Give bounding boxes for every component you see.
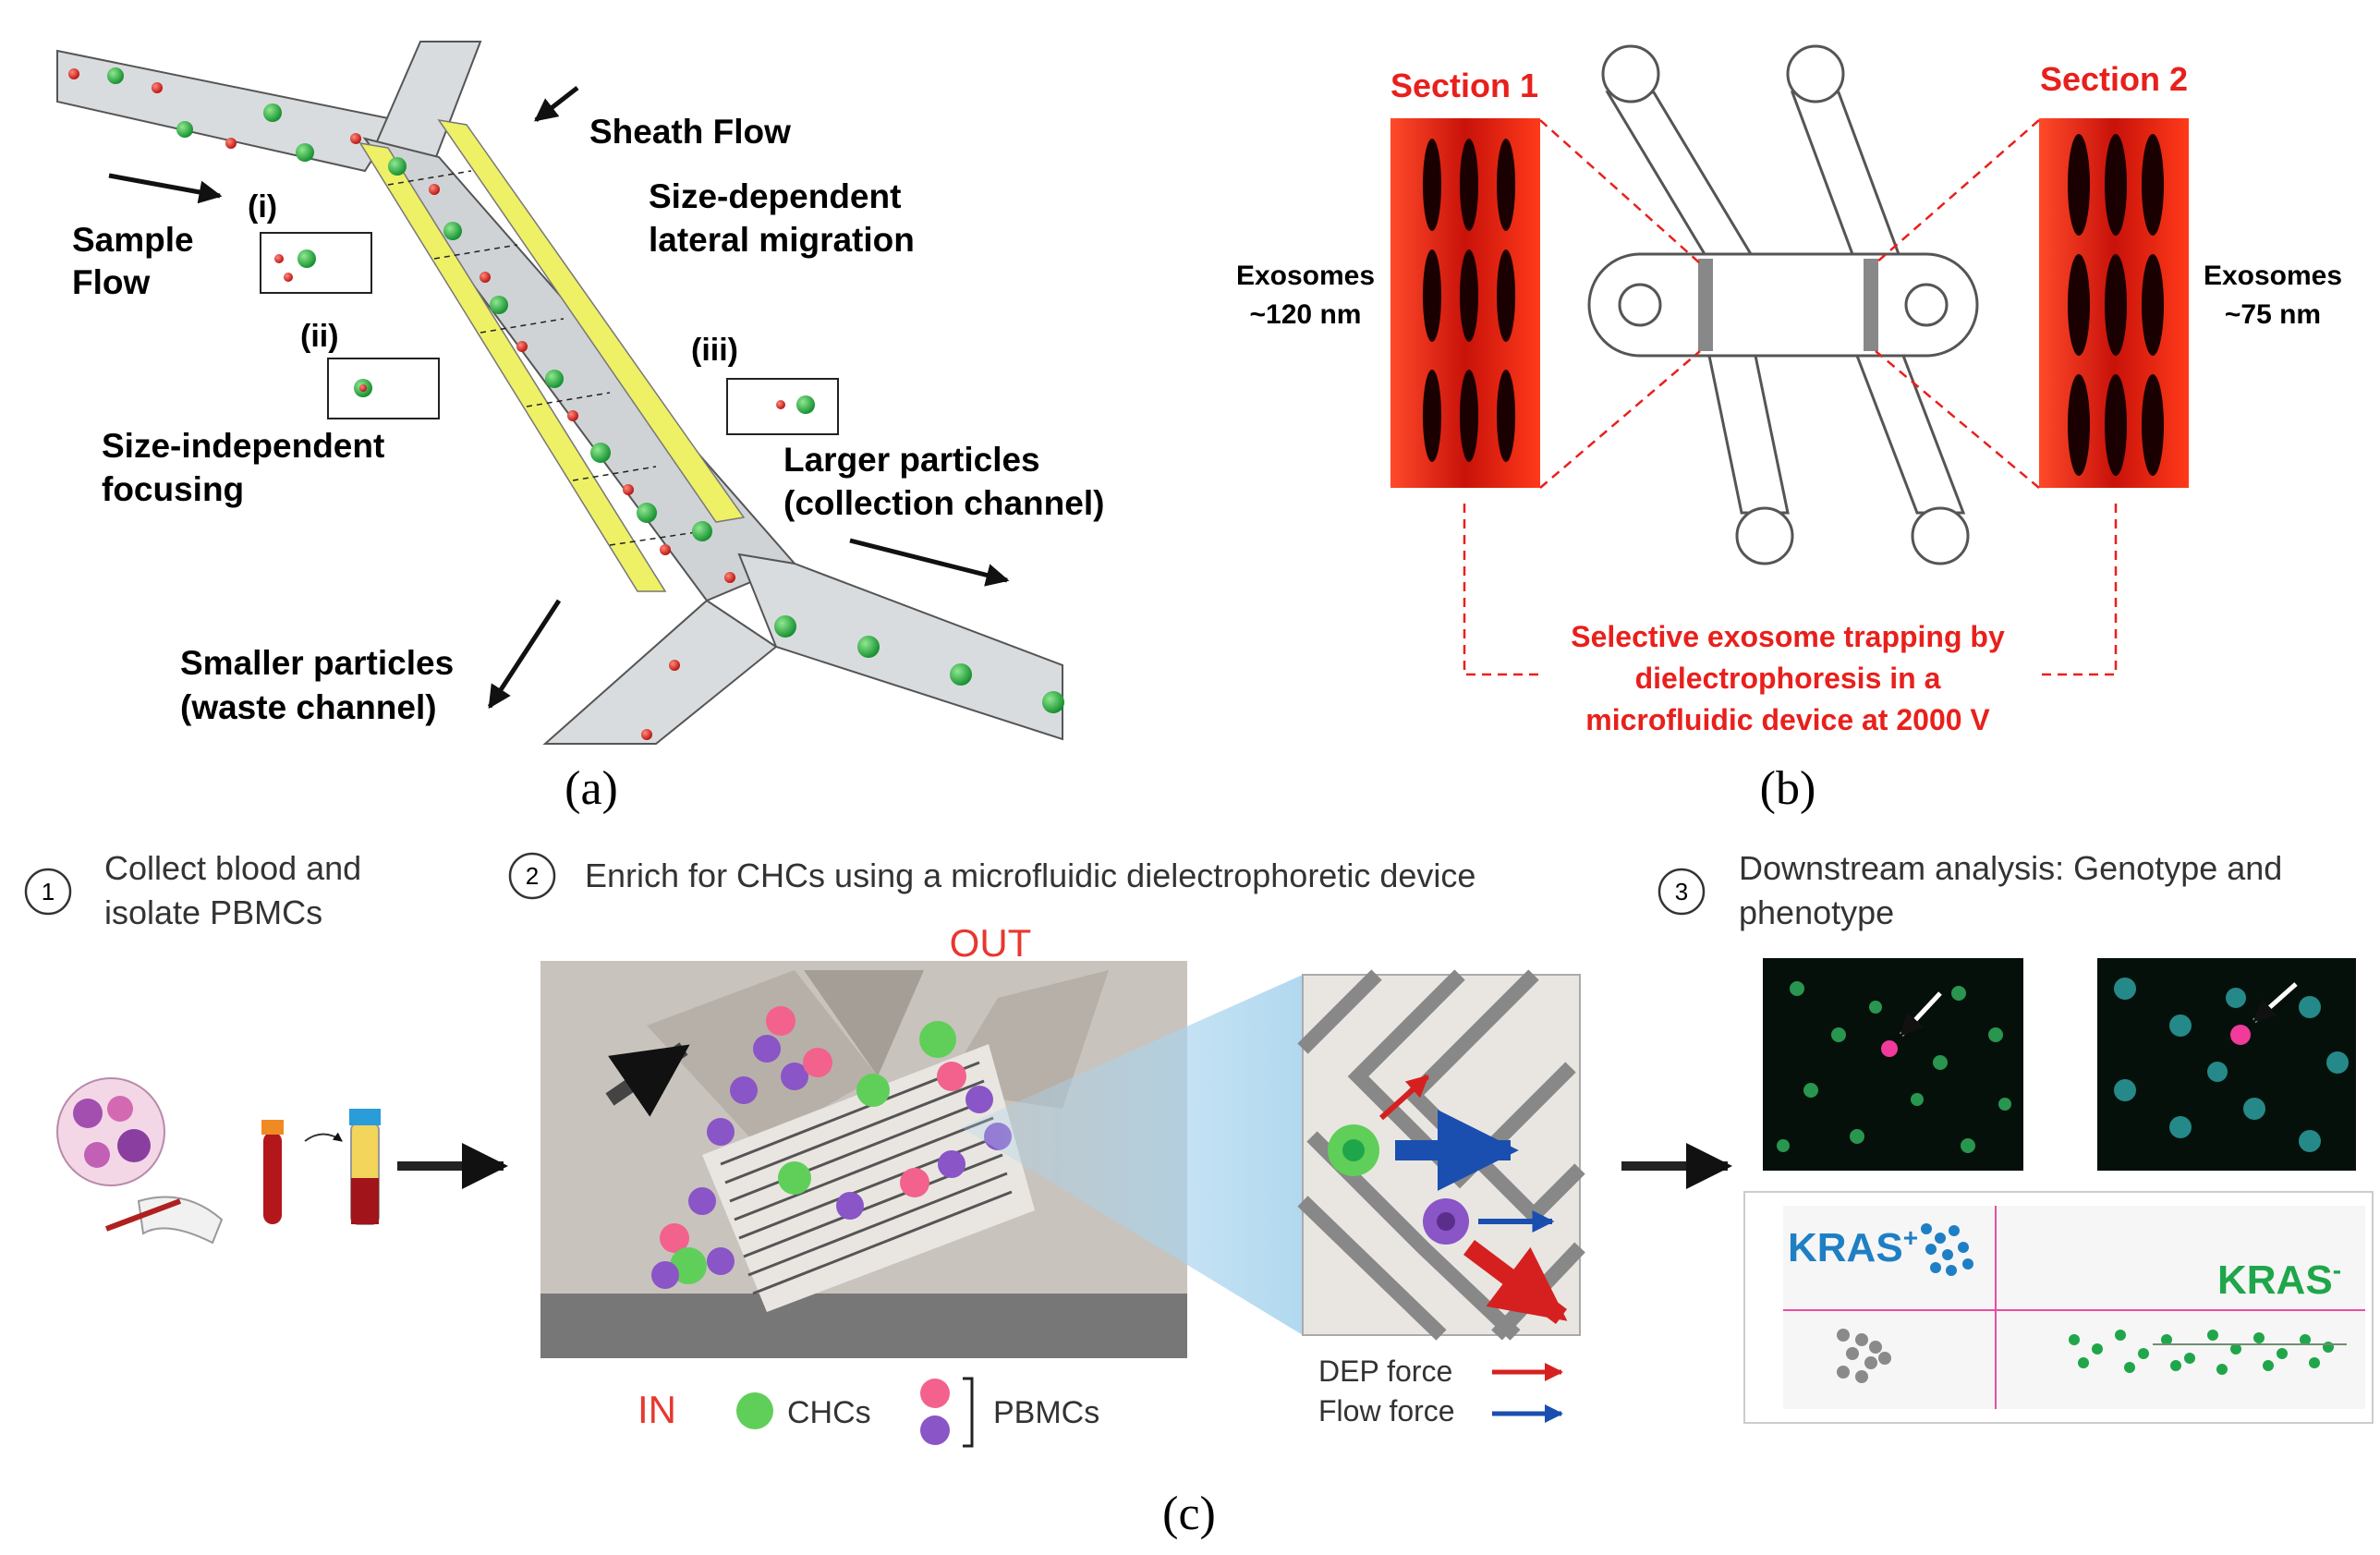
panel-a: Sheath Flow Size-dependent lateral migra… xyxy=(56,41,1104,815)
pointer-arrow-1 xyxy=(1900,991,1942,1037)
sample-flow-arrow xyxy=(108,173,223,204)
panel-b: Section 1 Section 2 Exosomes ~120 nm Exo… xyxy=(1236,44,2342,815)
chc-legend-icon xyxy=(736,1392,773,1429)
out-label: OUT xyxy=(950,921,1032,965)
pbmc-pink-legend-icon xyxy=(920,1379,950,1408)
fluorescence-image-1-cells xyxy=(1777,981,2011,1153)
step3-text-2: phenotype xyxy=(1739,893,1894,931)
panel-c-caption: (c) xyxy=(1162,1488,1216,1540)
sample-flow-label-2: Flow xyxy=(72,263,150,301)
sheath-flow-arrow xyxy=(534,86,579,122)
electrode-cross-lines xyxy=(387,170,703,546)
sample-inlet-channel xyxy=(56,49,399,173)
panel-b-caption: (b) xyxy=(1760,762,1816,815)
flow-force-label: Flow force xyxy=(1318,1394,1455,1427)
trapping-caption-1: Selective exosome trapping by xyxy=(1571,620,2005,653)
fluorescence-image-1 xyxy=(1763,958,2023,1171)
dep-electrode-arrays xyxy=(1698,259,1878,351)
inset-ii-label: (ii) xyxy=(300,319,339,354)
size-dependent-label-2: lateral migration xyxy=(649,221,915,259)
sample-flow-label-1: Sample xyxy=(72,221,194,259)
step2-number: 2 xyxy=(526,862,539,890)
exosomes-right-label-1: Exosomes xyxy=(2204,261,2342,291)
step3-number-circle xyxy=(1658,868,1706,916)
kras-cell-2 xyxy=(2230,1025,2251,1045)
dep-device-outline xyxy=(1587,44,1979,565)
kras-cell-1 xyxy=(1881,1040,1898,1057)
trapping-caption-2: dielectrophoresis in a xyxy=(1635,662,1941,695)
dep-force-inset xyxy=(1297,969,1585,1341)
blood-collection-illustration xyxy=(56,1077,381,1245)
zoom-cone xyxy=(961,975,1303,1335)
larger-particles-label-1: Larger particles xyxy=(783,441,1040,479)
inset-i-label: (i) xyxy=(248,189,277,225)
section2-electrode-gaps xyxy=(2068,134,2164,476)
step1-text-2: isolate PBMCs xyxy=(104,893,322,931)
in-label: IN xyxy=(638,1388,676,1431)
electrode-right xyxy=(437,118,746,523)
pbmc-purple-legend-icon xyxy=(920,1415,950,1445)
section1-electrode-gaps xyxy=(1423,139,1515,462)
sheath-flow-label: Sheath Flow xyxy=(589,113,791,151)
interdigitated-electrodes xyxy=(720,1061,1013,1295)
inset-ii-box xyxy=(327,358,440,419)
section1-label: Section 1 xyxy=(1390,67,1538,104)
step1-number-circle xyxy=(24,868,72,916)
smaller-particles-label-1: Smaller particles xyxy=(180,644,454,682)
inset-iii-box xyxy=(726,378,839,435)
step2-number-circle xyxy=(508,852,556,900)
collection-arrow xyxy=(849,538,1010,587)
kras-scatter-plot xyxy=(1743,1191,2374,1424)
electrode-left xyxy=(358,141,667,592)
inset-iii-label: (iii) xyxy=(691,333,738,368)
step3-number: 3 xyxy=(1675,878,1688,905)
smaller-particles-label-2: (waste channel) xyxy=(180,688,437,726)
waste-arrow xyxy=(487,599,562,710)
particles xyxy=(68,67,1064,740)
panel-a-caption: (a) xyxy=(565,762,618,815)
microfluidic-device-illustration xyxy=(540,961,1187,1358)
exosomes-left-label-2: ~120 nm xyxy=(1250,299,1362,330)
size-independent-label-1: Size-independent xyxy=(102,427,384,465)
collection-channel xyxy=(737,553,1063,741)
section2-label: Section 2 xyxy=(2040,60,2188,98)
trapping-caption-3: microfluidic device at 2000 V xyxy=(1585,703,1990,736)
exosomes-right-label-2: ~75 nm xyxy=(2225,299,2321,330)
device-cells xyxy=(651,1006,1012,1289)
dep-force-label: DEP force xyxy=(1318,1355,1452,1388)
step1-number: 1 xyxy=(42,878,55,905)
kras-negative-label: KRAS- xyxy=(2217,1256,2341,1303)
step3-text-1: Downstream analysis: Genotype and xyxy=(1739,849,2282,887)
fluorescence-image-2-cells xyxy=(2114,978,2349,1152)
step2-text: Enrich for CHCs using a microfluidic die… xyxy=(585,856,1475,894)
waste-channel xyxy=(542,599,778,745)
panel-c: 1 Collect blood and isolate PBMCs 2 Enri… xyxy=(24,849,2374,1540)
chcs-legend-label: CHCs xyxy=(787,1395,871,1430)
kras-positive-label: KRAS+ xyxy=(1788,1223,1918,1270)
size-independent-label-2: focusing xyxy=(102,470,244,508)
pointer-arrow-2 xyxy=(2252,982,2298,1023)
pbmc-bracket xyxy=(963,1377,974,1448)
larger-particles-label-2: (collection channel) xyxy=(783,484,1104,522)
size-dependent-label-1: Size-dependent xyxy=(649,177,901,215)
step1-text-1: Collect blood and xyxy=(104,849,361,887)
pbmcs-legend-label: PBMCs xyxy=(993,1395,1099,1430)
zoom-lines xyxy=(1463,119,2118,676)
exosomes-left-label-1: Exosomes xyxy=(1236,261,1375,291)
